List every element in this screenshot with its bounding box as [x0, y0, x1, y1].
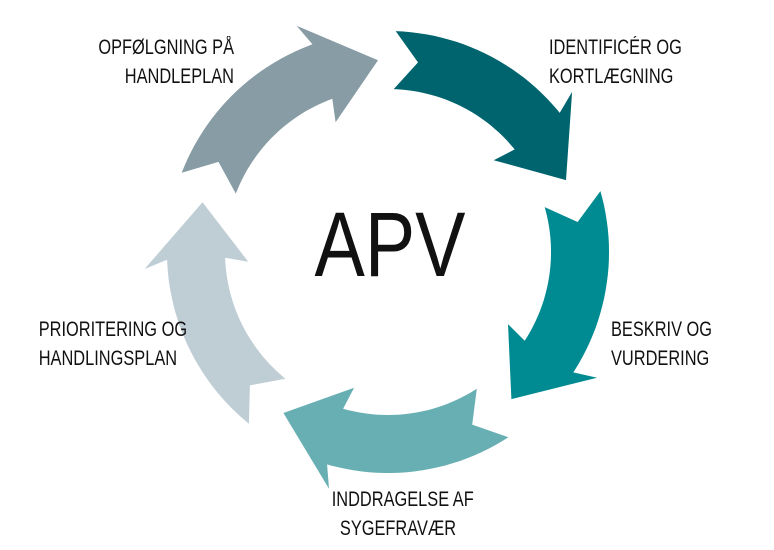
label-line: VURDERING	[611, 347, 710, 370]
step-label-identify: IDENTIFICÉR OG KORTLÆGNING	[549, 33, 682, 91]
label-line: HANDLEPLAN	[124, 65, 234, 88]
label-line: BESKRIV OG	[611, 318, 713, 341]
cycle-arrow-prioritize	[144, 202, 286, 424]
label-line: OPFØLGNING PÅ	[98, 36, 235, 59]
step-label-involve: INDDRAGELSE AF SYGEFRAVÆR	[331, 485, 474, 543]
step-label-followup: OPFØLGNING PÅ HANDLEPLAN	[51, 33, 234, 91]
center-title: APV	[314, 194, 466, 296]
label-line: HANDLINGSPLAN	[38, 347, 178, 370]
cycle-arrow-describe	[508, 191, 609, 400]
cycle-arrow-identify	[393, 31, 573, 181]
cycle-arrow-involve	[283, 387, 509, 489]
cycle-arrow-followup	[181, 25, 378, 194]
label-line: KORTLÆGNING	[549, 65, 674, 88]
label-line: SYGEFRAVÆR	[339, 517, 457, 540]
step-label-prioritize: PRIORITERING OG HANDLINGSPLAN	[38, 315, 188, 373]
step-label-describe: BESKRIV OG VURDERING	[611, 315, 712, 373]
label-line: PRIORITERING OG	[38, 318, 188, 341]
label-line: INDDRAGELSE AF	[331, 488, 474, 511]
label-line: IDENTIFICÉR OG	[549, 36, 682, 59]
